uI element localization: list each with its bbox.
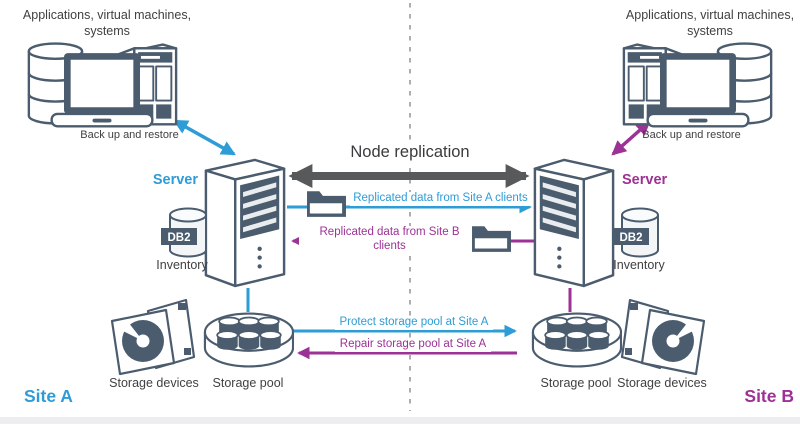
folder-icon-replicated-a — [307, 191, 346, 217]
storage-devices-icon-site-a — [110, 298, 196, 376]
folder-icon-replicated-b — [472, 226, 511, 252]
clients-label-line1: Applications, virtual machines, — [22, 8, 192, 22]
replicated-data-site-a-label: Replicated data from Site A clients — [350, 192, 531, 206]
site-a-label: Site A — [24, 386, 73, 406]
site-b-label: Site B — [744, 386, 794, 406]
clients-label-line2: systems — [84, 24, 130, 38]
server-tower-icon-site-b — [533, 158, 615, 288]
repair-storage-pool-label: Repair storage pool at Site A — [335, 338, 491, 352]
clients-label-line2: systems — [687, 24, 733, 38]
inventory-label-site-a: Inventory — [156, 258, 208, 272]
node-replication-title: Node replication — [318, 143, 502, 162]
backup-restore-label-site-b: Back up and restore — [642, 129, 741, 141]
storage-devices-label-site-a: Storage devices — [109, 376, 199, 390]
client-systems-icon-site-a — [27, 42, 178, 128]
db2-database-icon-site-b: DB2 — [613, 207, 659, 258]
clients-label-site-a: Applications, virtual machines, systems — [12, 7, 202, 39]
storage-pool-icon-site-a — [203, 312, 294, 368]
storage-pool-icon-site-b — [531, 312, 622, 368]
db2-database-icon-site-a: DB2 — [161, 207, 207, 258]
server-label-site-a: Server — [152, 172, 198, 188]
backup-restore-arrow-site-b — [611, 120, 651, 156]
db2-badge-label: DB2 — [167, 232, 190, 244]
server-label-site-b: Server — [622, 172, 668, 188]
server-tower-icon-site-a — [204, 158, 286, 288]
replicated-data-site-b-label: Replicated data from Site B clients — [299, 226, 480, 254]
backup-restore-label-site-a: Back up and restore — [80, 129, 179, 141]
clients-label-site-b: Applications, virtual machines, systems — [615, 7, 800, 39]
inventory-label-site-b: Inventory — [613, 258, 665, 272]
client-systems-icon-site-b — [622, 42, 773, 128]
backup-restore-arrow-site-a — [173, 119, 236, 156]
storage-pool-label-site-b: Storage pool — [540, 376, 612, 390]
storage-devices-label-site-b: Storage devices — [617, 376, 707, 390]
storage-devices-icon-site-b — [620, 298, 706, 376]
db2-badge-label: DB2 — [619, 232, 642, 244]
bottom-border-strip — [0, 417, 800, 424]
storage-pool-label-site-a: Storage pool — [212, 376, 284, 390]
protect-storage-pool-label: Protect storage pool at Site A — [335, 316, 493, 330]
clients-label-line1: Applications, virtual machines, — [625, 8, 795, 22]
